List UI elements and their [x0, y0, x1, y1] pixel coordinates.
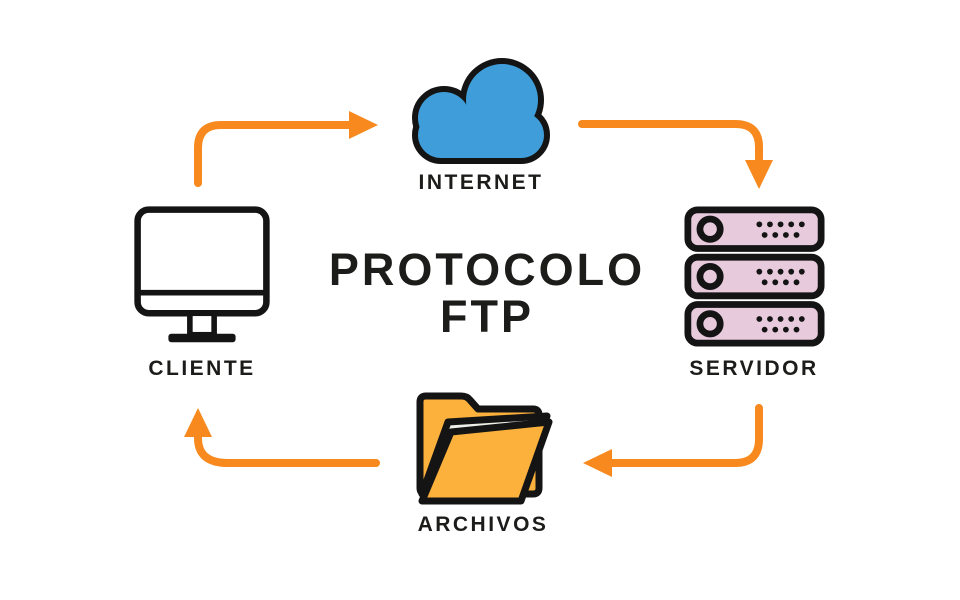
- arrow-internet-to-servidor: [578, 120, 773, 189]
- arrow-servidor-to-archivos: [583, 404, 763, 477]
- arrow-archivos-to-cliente: [184, 408, 380, 467]
- node-cliente: [132, 204, 272, 346]
- monitor-stand-base: [168, 333, 236, 343]
- diagram-title-line2: FTP: [440, 291, 534, 342]
- cloud-icon: [412, 58, 550, 164]
- label-internet: INTERNET: [418, 171, 544, 194]
- monitor-stand-stem: [187, 310, 217, 338]
- monitor-icon: [134, 206, 270, 343]
- node-archivos: [406, 389, 556, 513]
- label-servidor: SERVIDOR: [689, 357, 819, 380]
- folder-front-flap: [418, 418, 553, 505]
- label-cliente: CLIENTE: [148, 357, 256, 380]
- label-archivos: ARCHIVOS: [417, 513, 549, 536]
- cloud-shape: [418, 64, 544, 158]
- server-icon: [684, 206, 825, 347]
- server-unit: [684, 301, 825, 347]
- node-internet: [406, 56, 556, 164]
- monitor-screen: [134, 206, 270, 317]
- node-servidor: [684, 206, 825, 347]
- diagram-title-line1: PROTOCOLO: [328, 244, 646, 295]
- server-unit: [684, 253, 825, 300]
- server-unit: [684, 206, 825, 252]
- diagram-title: PROTOCOLO FTP: [287, 246, 687, 340]
- arrow-cliente-to-internet: [194, 111, 378, 187]
- folder-icon: [416, 392, 553, 505]
